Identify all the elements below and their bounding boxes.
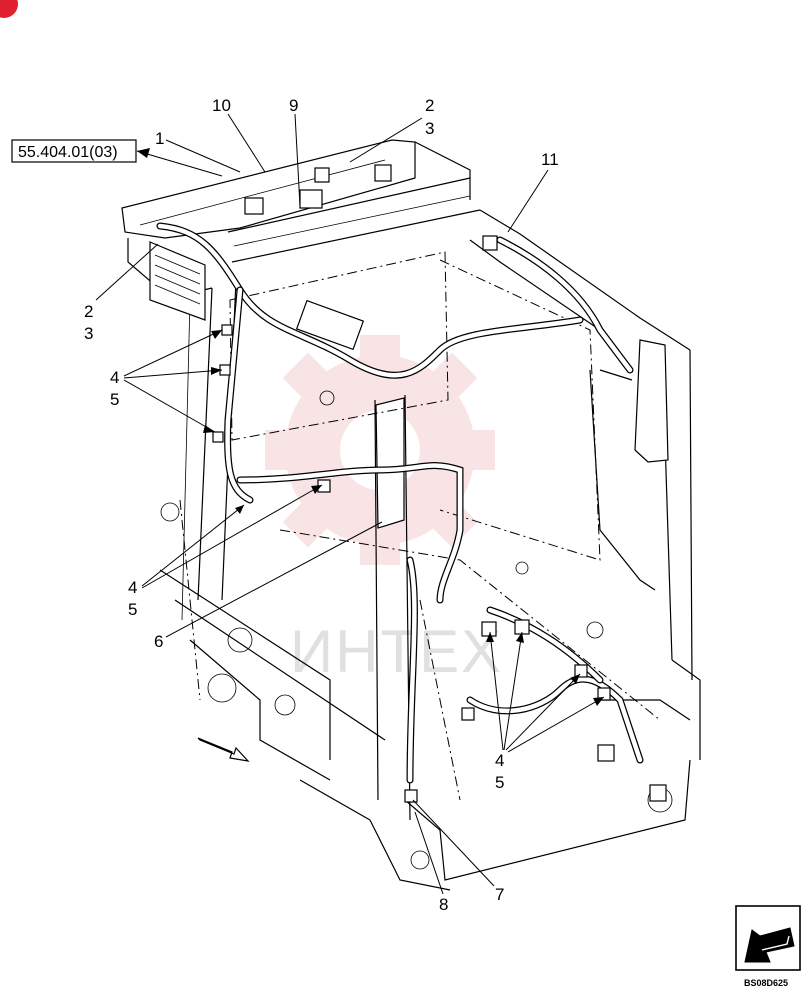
svg-text:8: 8: [439, 895, 448, 914]
callout-8: 8: [414, 811, 448, 914]
svg-text:6: 6: [154, 632, 163, 651]
next-page-arrow-icon[interactable]: [735, 905, 801, 971]
callout-11: 11: [507, 150, 559, 233]
arrow-icon: [197, 737, 250, 762]
callout-4-5-upper-left: 4 5: [110, 329, 223, 433]
svg-text:5: 5: [110, 390, 119, 409]
callout-4-5-mid-left: 4 5: [128, 484, 323, 619]
svg-text:11: 11: [541, 150, 559, 169]
callout-4-5-lower-right: 4 5: [486, 631, 605, 792]
svg-text:5: 5: [495, 773, 504, 792]
svg-text:2: 2: [84, 302, 93, 321]
reference-label: 55.404.01(03): [18, 144, 118, 161]
callout-1: 1: [155, 129, 241, 173]
svg-text:2: 2: [425, 96, 434, 115]
svg-text:4: 4: [110, 368, 119, 387]
drawing-code: BS08D625: [744, 978, 788, 988]
callout-2-3-top: 2 3: [349, 96, 434, 163]
svg-text:1: 1: [155, 129, 164, 148]
svg-text:4: 4: [495, 751, 504, 770]
svg-text:10: 10: [212, 96, 231, 115]
svg-text:4: 4: [128, 578, 137, 597]
callout-7: 7: [412, 799, 504, 904]
vent-grille: [149, 241, 206, 321]
callout-2-3-left: 2 3: [84, 243, 159, 343]
svg-text:9: 9: [289, 96, 298, 115]
callout-9: 9: [289, 96, 301, 207]
svg-text:5: 5: [128, 600, 137, 619]
svg-text:3: 3: [425, 119, 434, 138]
cab-frame: [121, 139, 701, 891]
svg-text:7: 7: [495, 885, 504, 904]
callout-6: 6: [154, 521, 383, 651]
corner-badge: [0, 0, 18, 18]
callout-10: 10: [212, 96, 266, 173]
reference-box[interactable]: 55.404.01(03): [11, 139, 223, 177]
watermark-text: ИНТЕХ: [290, 618, 503, 685]
wiring-harness: [156, 164, 667, 803]
svg-text:3: 3: [84, 324, 93, 343]
